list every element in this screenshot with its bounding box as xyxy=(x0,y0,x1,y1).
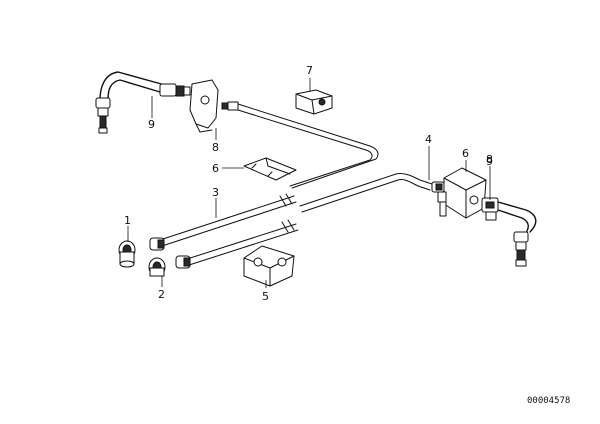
callout-8-right: 8 xyxy=(486,153,493,166)
part-6-clip xyxy=(243,157,297,181)
callout-5: 5 xyxy=(262,290,269,303)
callout-6-right: 6 xyxy=(462,147,469,160)
part-1-nut xyxy=(118,240,136,268)
callout-9-right: 9 xyxy=(486,155,493,168)
brake-line-upper xyxy=(221,101,379,189)
brake-line-long-3 xyxy=(159,193,299,267)
front-brake-hose-right xyxy=(481,197,537,267)
callout-7: 7 xyxy=(306,64,313,77)
callout-4: 4 xyxy=(425,133,432,146)
brake-line-right xyxy=(299,173,433,213)
callout-9-upper: 9 xyxy=(148,118,155,131)
part-5-clip xyxy=(243,245,295,287)
callout-8-upper: 8 xyxy=(212,141,219,154)
fitting-left-upper xyxy=(149,237,165,251)
callout-1: 1 xyxy=(124,214,131,227)
callout-3: 3 xyxy=(212,186,219,199)
part-2-nut xyxy=(148,257,166,277)
leader-lines xyxy=(127,78,491,288)
callout-2: 2 xyxy=(158,288,165,301)
bracket-top xyxy=(189,79,219,133)
callout-6-upper: 6 xyxy=(212,162,219,175)
callout-labels: 1 2 3 4 5 6 6 7 8 8 9 9 00004578 xyxy=(124,64,570,406)
part-7-block xyxy=(295,89,333,115)
bracket-right xyxy=(431,167,487,219)
document-number: 00004578 xyxy=(527,396,570,406)
front-brake-hose-top-left xyxy=(95,71,191,134)
fitting-left-lower xyxy=(175,255,191,269)
